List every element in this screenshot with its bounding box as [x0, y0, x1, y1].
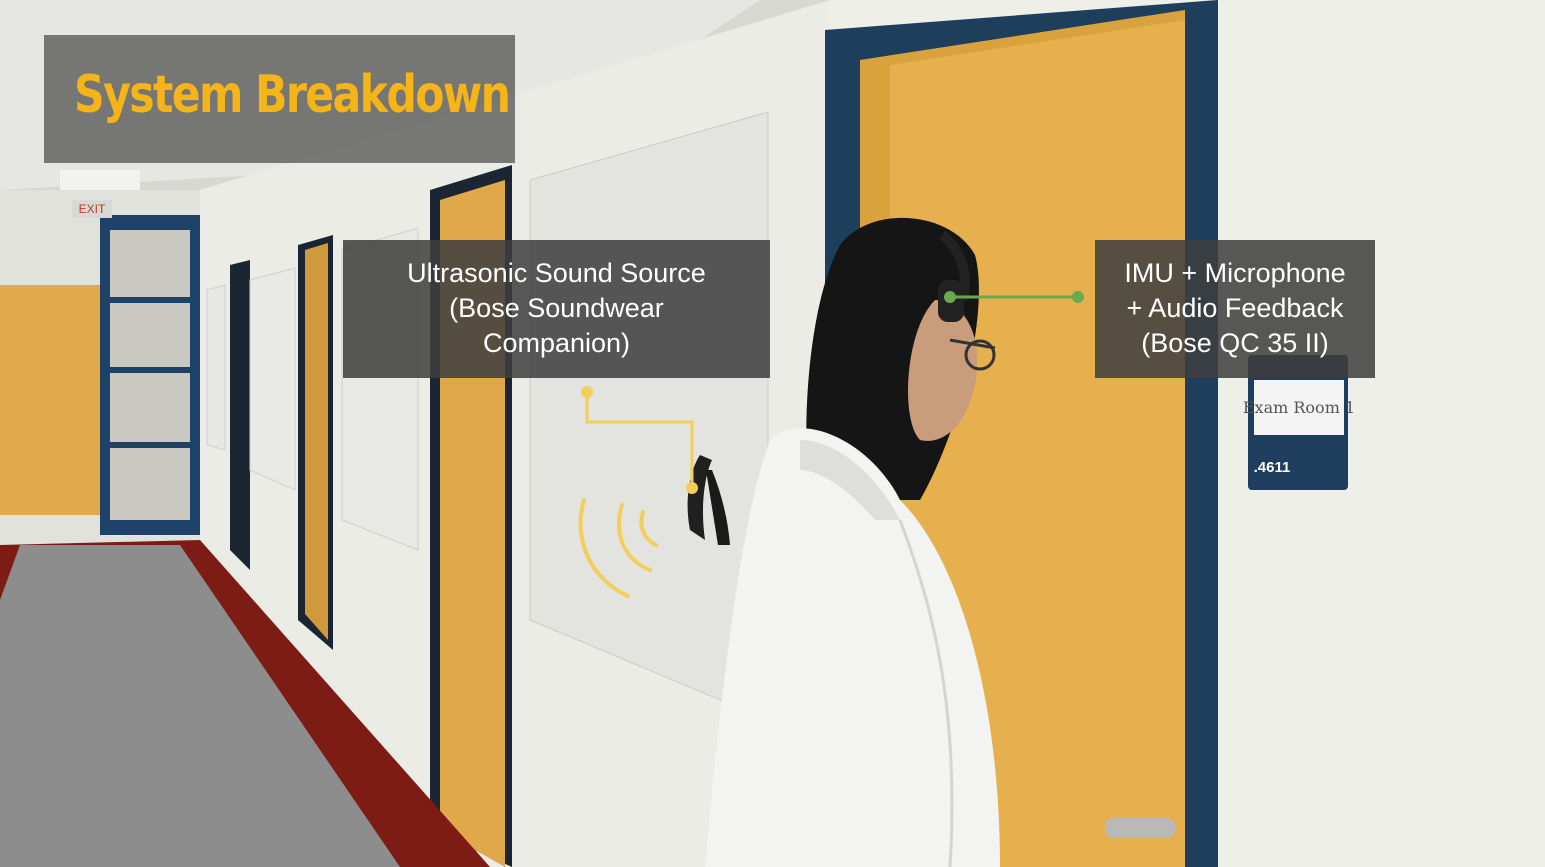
- speaker-device: [687, 455, 712, 540]
- sound-source-label-line-2: (Bose Soundwear: [449, 293, 664, 323]
- ceiling-light: [60, 170, 140, 190]
- door-handle: [1105, 818, 1175, 838]
- imu-connector: [944, 291, 1084, 303]
- far-door: [0, 285, 110, 515]
- sound-wave-icon: [578, 498, 658, 598]
- slide-title: System Breakdown: [74, 65, 511, 125]
- imu-label-line-3: (Bose QC 35 II): [1141, 328, 1329, 358]
- far-door-glass: [110, 230, 190, 520]
- imu-label-line-1: IMU + Microphone: [1124, 258, 1346, 288]
- sound-source-label-line-3: Companion): [482, 328, 631, 358]
- sound-source-connector: [581, 386, 698, 494]
- exit-sign: [72, 200, 112, 218]
- person: [705, 217, 1000, 867]
- sound-source-label: Ultrasonic Sound Source (Bose Soundwear …: [343, 240, 770, 378]
- title-banner: System Breakdown: [44, 35, 515, 163]
- carpet-gray: [0, 545, 400, 867]
- door-sign-room: Exam Room 1: [1243, 398, 1355, 417]
- imu-label-line-2: + Audio Feedback: [1126, 293, 1344, 323]
- exit-sign-text: EXIT: [79, 202, 106, 216]
- sound-source-label-line-1: Ultrasonic Sound Source: [407, 258, 706, 288]
- imu-label: IMU + Microphone + Audio Feedback (Bose …: [1095, 240, 1375, 378]
- door-sign-number: .4611: [1254, 459, 1291, 476]
